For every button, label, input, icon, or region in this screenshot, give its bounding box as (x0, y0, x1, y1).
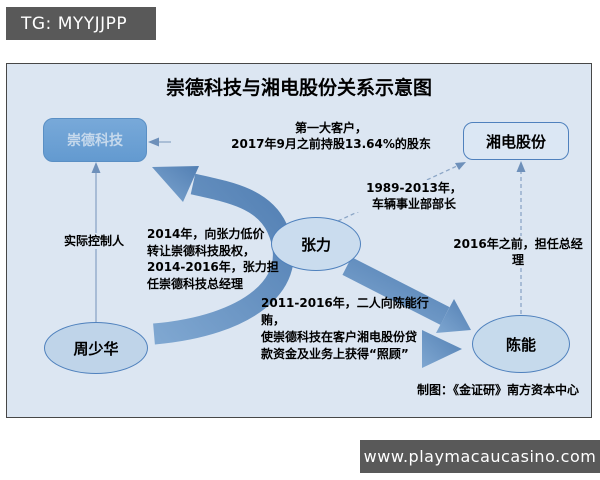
edge-label-actual-controller: 实际控制人 (47, 233, 141, 249)
edge-label-largest-customer: 第一大客户， 2017年9月之前持股13.64%的股东 (171, 120, 491, 152)
node-xiangdian-label: 湘电股份 (485, 132, 546, 151)
node-zhangli: 张力 (271, 217, 361, 271)
edge-label-general-manager: 2016年之前，担任总经理 (448, 236, 588, 268)
url-watermark-bar: www.playmacaucasino.com (360, 440, 600, 473)
url-watermark-text: www.playmacaucasino.com (363, 447, 597, 466)
credit-line: 制图：《金证研》南方资本中心 (416, 383, 579, 397)
edge-label-equity-transfer: 2014年，向张力低价 转让崇德科技股权， 2014-2016年，张力担 任崇德… (147, 227, 279, 291)
zhangli-xiangdian-arrowhead (455, 162, 466, 170)
zhangli-chen-arrow-body (342, 257, 450, 325)
chen-xiangdian-arrowhead (516, 161, 526, 172)
node-xiangdian-shares: 湘电股份 (463, 122, 569, 160)
node-chongde-technology: 崇德科技 (43, 118, 147, 162)
diagram-panel: 崇德科技与湘电股份关系示意图 第一大客户， 2017年9月之前持股13.64%的… (6, 63, 592, 418)
node-zhoushaohua: 周少华 (44, 322, 148, 374)
curved-arrow-head (152, 166, 199, 202)
node-chenneng: 陈能 (472, 315, 570, 373)
edge-label-vehicle-division: 1989-2013年， 车辆事业部部长 (352, 180, 476, 212)
zhangli-chen-arrow-head (436, 299, 471, 333)
diagram-title: 崇德科技与湘电股份关系示意图 (165, 77, 432, 99)
tg-watermark-text: TG: MYYJJPP (21, 13, 128, 34)
tg-watermark-bar: TG: MYYJJPP (6, 7, 156, 40)
edge-label-bribery: 2011-2016年，二人向陈能行贿， 使崇德科技在客户湘电股份贷 款资金及业务… (261, 296, 429, 361)
controller-arrowhead (91, 162, 101, 173)
node-chenneng-label: 陈能 (505, 335, 536, 354)
node-zhoushaohua-label: 周少华 (73, 339, 119, 358)
node-chongde-label: 崇德科技 (67, 133, 123, 149)
xiangdian-chongde-arrowhead (148, 137, 159, 147)
node-zhangli-label: 张力 (300, 235, 331, 254)
zhou-chen-arrow-head (422, 330, 462, 368)
